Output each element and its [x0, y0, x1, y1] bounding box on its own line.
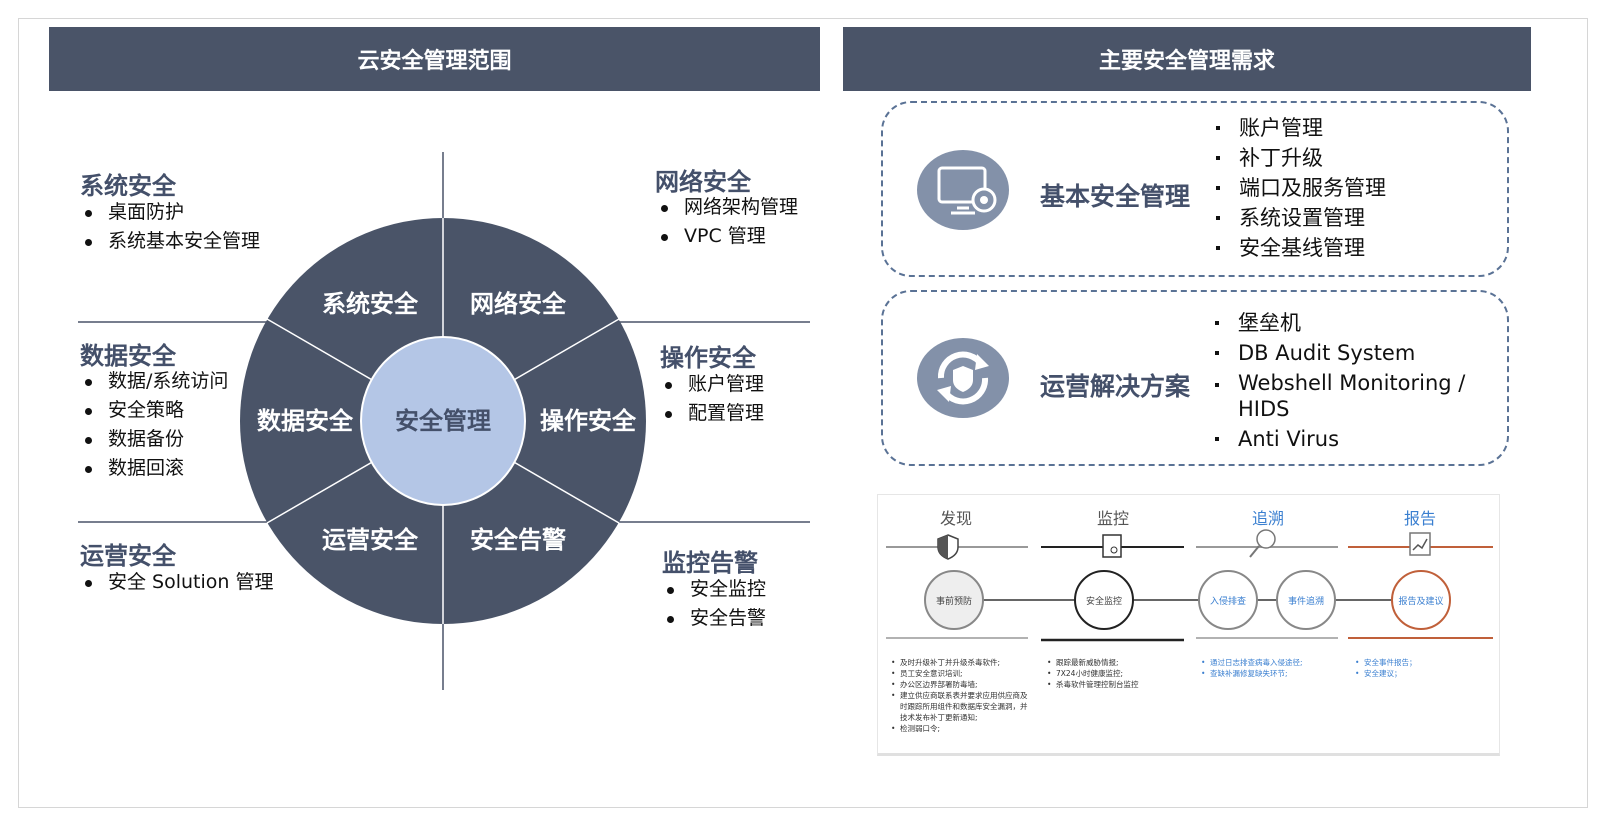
list-item: Anti Virus: [1212, 424, 1502, 454]
category-title-data: 数据安全: [80, 341, 176, 370]
list-item: 网络架构管理: [656, 193, 798, 222]
list-item: 数据备份: [80, 425, 228, 454]
list-item: 数据回滚: [80, 454, 228, 483]
stage-detail-list: 安全事件报告； 安全建议；: [1354, 657, 1494, 679]
monitor-settings-icon: [917, 150, 1009, 230]
right-panel-header: 主要安全管理需求: [843, 27, 1531, 91]
list-item: 及时升级补丁并升级杀毒软件;: [890, 657, 1030, 668]
segment-label: 运营安全: [322, 526, 419, 554]
report-chart-icon: [1409, 532, 1431, 556]
list-item: 建立供应商联系表并要求应用供应商及时跟踪所用组件和数据库安全漏洞，并技术发布补丁…: [890, 690, 1030, 723]
segment-label: 安全告警: [470, 526, 566, 554]
list-item: 跟踪最新威胁情报;: [1046, 657, 1186, 668]
list-item: 端口及服务管理: [1213, 173, 1493, 203]
shield-refresh-icon: [917, 338, 1009, 418]
list-item: 安全建议；: [1354, 668, 1494, 679]
list-item: 7X24小时健康监控;: [1046, 668, 1186, 679]
list-item: 系统设置管理: [1213, 203, 1493, 233]
category-title-system: 系统安全: [80, 171, 176, 200]
stage-circle: [1276, 570, 1336, 630]
stage-title: 发现: [939, 509, 972, 528]
segment-label: 系统安全: [322, 290, 419, 318]
list-item: 办公区边界部署防毒墙;: [890, 679, 1030, 690]
stage-circle: [1074, 570, 1134, 630]
list-item: 通过日志排查病毒入侵途径;: [1200, 657, 1340, 668]
circle-label: 报告及建议: [1398, 597, 1444, 607]
figure-frame: [18, 18, 1588, 808]
list-item: 账户管理: [1213, 113, 1493, 143]
circle-label: 安全监控: [1085, 597, 1122, 607]
stage-circle: [1198, 570, 1258, 630]
category-list-system: 桌面防护 系统基本安全管理: [80, 198, 260, 256]
list-item: DB Audit System: [1212, 338, 1502, 368]
category-title-operation: 操作安全: [660, 343, 756, 372]
box-title-operations: 运营解决方案: [1040, 372, 1191, 401]
box-list-basic: 账户管理 补丁升级 端口及服务管理 系统设置管理 安全基线管理: [1213, 113, 1493, 263]
list-item: 补丁升级: [1213, 143, 1493, 173]
stage-title: 监控: [1096, 509, 1129, 528]
category-title-network: 网络安全: [655, 167, 751, 196]
stage-title: 追溯: [1251, 509, 1284, 528]
list-item: 数据/系统访问: [80, 367, 228, 396]
list-item: 安全监控: [662, 575, 766, 604]
segment-label: 数据安全: [257, 407, 354, 435]
list-item: VPC 管理: [656, 222, 798, 251]
list-item: 堡垒机: [1212, 308, 1502, 338]
requirement-box-basic: [881, 101, 1509, 277]
segment-label: 操作安全: [540, 407, 637, 435]
list-item: 安全基线管理: [1213, 233, 1493, 263]
process-flow-panel: 发现 监控 追溯 报告 事前预防 安全监控 入侵排查 事件追溯 报告及建议 及时…: [877, 494, 1500, 756]
stage-detail-list: 跟踪最新威胁情报; 7X24小时健康监控; 杀毒软件管理控制台监控: [1046, 657, 1186, 690]
list-item: Webshell Monitoring / HIDS: [1212, 370, 1502, 422]
list-item: 安全告警: [662, 604, 766, 633]
monitor-icon: [1102, 534, 1122, 558]
process-flow-graphics: [886, 529, 1493, 642]
circle-label: 事前预防: [935, 597, 972, 607]
list-item: 桌面防护: [80, 198, 260, 227]
list-item: 安全事件报告；: [1354, 657, 1494, 668]
category-list-network: 网络架构管理 VPC 管理: [656, 193, 798, 251]
list-item: 检测弱口令;: [890, 723, 1030, 734]
category-title-monitoring: 监控告警: [662, 548, 758, 577]
list-item: 查缺补漏修复缺失环节;: [1200, 668, 1340, 679]
stage-title: 报告: [1403, 509, 1436, 528]
center-label: 安全管理: [395, 407, 491, 435]
requirement-box-operations: [881, 290, 1509, 466]
stage-circle: [924, 570, 984, 630]
list-item: 账户管理: [660, 370, 764, 399]
box-title-basic: 基本安全管理: [1040, 182, 1191, 211]
stage-circle: [1391, 570, 1451, 630]
list-item: 安全策略: [80, 396, 228, 425]
category-title-operations-security: 运营安全: [80, 541, 176, 570]
list-item: 员工安全意识培训;: [890, 668, 1030, 679]
magnifier-icon: [1249, 529, 1276, 558]
segment-label: 网络安全: [470, 290, 567, 318]
category-list-operations-security: 安全 Solution 管理: [80, 568, 273, 597]
circle-label: 事件追溯: [1287, 597, 1324, 607]
center-circle: [360, 336, 526, 506]
circle-label: 入侵排查: [1209, 597, 1246, 607]
box-list-operations: 堡垒机 DB Audit System Webshell Monitoring …: [1212, 308, 1502, 454]
category-list-operation: 账户管理 配置管理: [660, 370, 764, 428]
left-panel-header: 云安全管理范围: [49, 27, 820, 91]
list-item: 杀毒软件管理控制台监控: [1046, 679, 1186, 690]
list-item: 系统基本安全管理: [80, 227, 260, 256]
list-item: 配置管理: [660, 399, 764, 428]
category-list-data: 数据/系统访问 安全策略 数据备份 数据回滚: [80, 367, 228, 483]
list-item: 安全 Solution 管理: [80, 568, 273, 597]
category-list-monitoring: 安全监控 安全告警: [662, 575, 766, 633]
stage-detail-list: 及时升级补丁并升级杀毒软件; 员工安全意识培训; 办公区边界部署防毒墙; 建立供…: [890, 657, 1030, 734]
stage-detail-list: 通过日志排查病毒入侵途径; 查缺补漏修复缺失环节;: [1200, 657, 1340, 679]
shield-icon: [937, 534, 959, 560]
